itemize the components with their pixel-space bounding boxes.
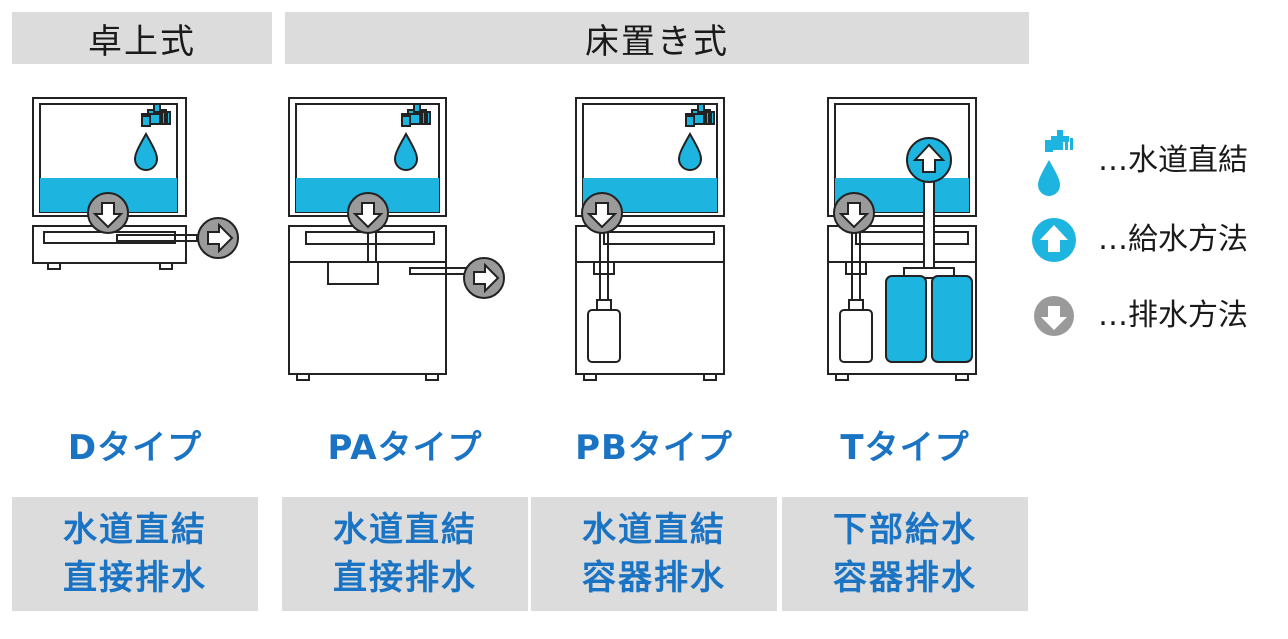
diagram-d-type <box>32 97 239 270</box>
spec-line2: 容器排水 <box>833 558 977 598</box>
diagram-pb-type <box>575 97 725 381</box>
header-desktop: 卓上式 <box>12 12 272 64</box>
type-label-pa: PAタイプ <box>327 428 483 468</box>
spec-box-pb: 水道直結 容器排水 <box>531 497 777 611</box>
type-label-d: Dタイプ <box>67 428 203 468</box>
diagram-pa-type <box>288 97 505 381</box>
spec-box-pa: 水道直結 直接排水 <box>282 497 528 611</box>
spec-box-d: 水道直結 直接排水 <box>12 497 258 611</box>
spec-box-t: 下部給水 容器排水 <box>782 497 1028 611</box>
diagram-t-type <box>827 97 977 381</box>
spec-line1: 水道直結 <box>333 510 477 550</box>
legend-faucet-drop-icon <box>1038 130 1073 196</box>
legend-text-supply-method: …給水方法 <box>1098 222 1248 257</box>
type-label-t: Tタイプ <box>840 428 970 468</box>
spec-line2: 直接排水 <box>333 558 477 598</box>
legend-text-water-direct: …水道直結 <box>1098 143 1248 178</box>
spec-line2: 容器排水 <box>582 558 726 598</box>
spec-line1: 下部給水 <box>833 510 977 550</box>
header-floor-standing: 床置き式 <box>285 12 1029 64</box>
spec-line1: 水道直結 <box>582 510 726 550</box>
spec-line2: 直接排水 <box>63 558 207 598</box>
legend-text-drain-method: …排水方法 <box>1098 298 1248 333</box>
type-label-pb: PBタイプ <box>575 428 733 468</box>
legend-up-arrow-icon <box>1032 218 1076 262</box>
spec-line1: 水道直結 <box>63 510 207 550</box>
legend-down-arrow-icon <box>1034 296 1074 336</box>
